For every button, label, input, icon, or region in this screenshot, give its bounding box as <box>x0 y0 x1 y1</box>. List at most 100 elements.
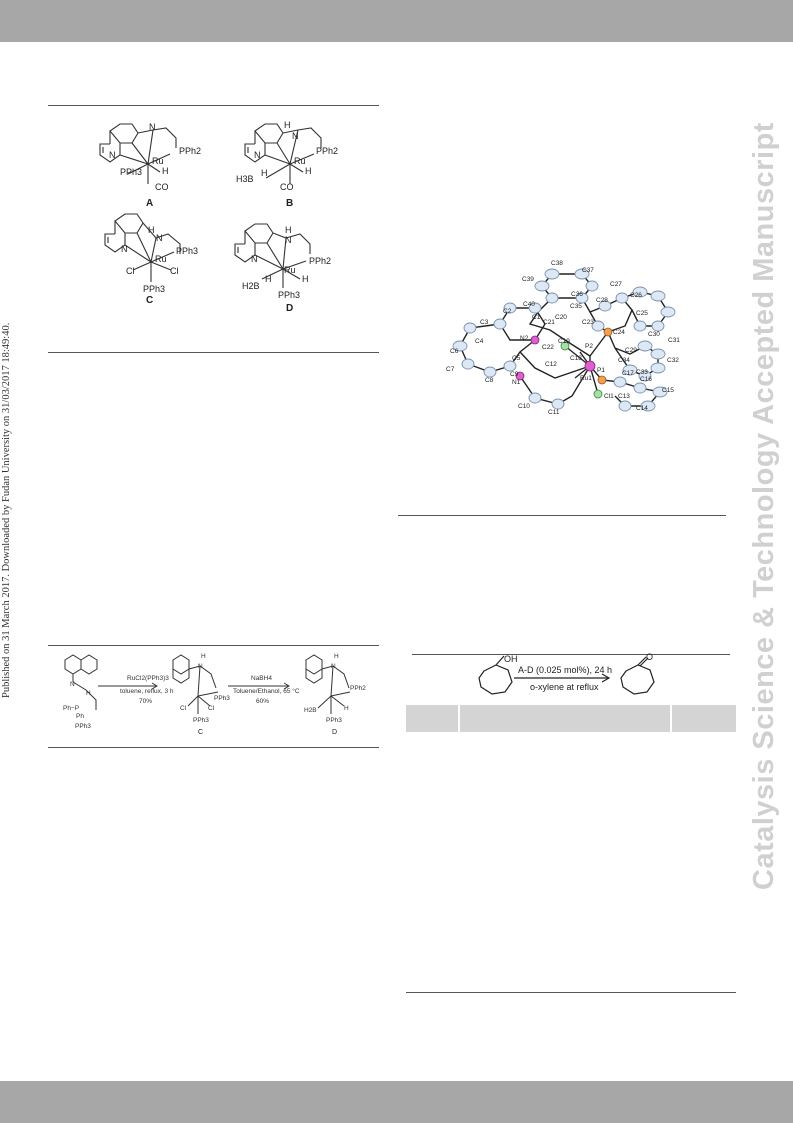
atom-label: C20 <box>555 314 567 321</box>
atom-label: C18 <box>570 355 582 362</box>
atom-label: C23 <box>582 319 594 326</box>
ligand-h: H <box>261 168 268 178</box>
atom-label: C17 <box>622 370 634 377</box>
atom-label: C1 <box>532 314 541 321</box>
atom-label: C13 <box>618 393 630 400</box>
atom-label: H <box>201 653 206 660</box>
ligand-cl: Cl <box>126 266 135 276</box>
atom-label: C36 <box>571 291 583 298</box>
carbonyl-label: O <box>646 652 653 662</box>
table-header-col-divider <box>458 705 460 732</box>
atom-label: H2B <box>304 707 317 714</box>
scheme-top-rule <box>48 645 379 646</box>
atom-nh: H <box>148 225 155 235</box>
atom-label: C34 <box>618 357 630 364</box>
atom-label: C15 <box>662 387 674 394</box>
atom-label: C26 <box>630 292 642 299</box>
accepted-manuscript-watermark: Catalysis Science & Technology Accepted … <box>748 122 780 890</box>
ligand-cl: Cl <box>170 266 179 276</box>
atom-label: C37 <box>582 267 594 274</box>
oxidation-reaction: OH O A-D (0.025 mol%), 24 h o-xylene at … <box>478 652 655 695</box>
atom-label: Ph <box>76 713 84 720</box>
publication-note: Published on 31 March 2017. Downloaded b… <box>1 322 12 698</box>
atom-label: N <box>70 681 75 688</box>
atom-ru: Ru <box>152 156 164 166</box>
atom-label: C22 <box>542 344 554 351</box>
ligand-co: CO <box>155 182 169 192</box>
atom-label: C19 <box>558 338 570 345</box>
ligand-h2b: H2B <box>242 281 260 291</box>
reaction-conditions: A-D (0.025 mol%), 24 h <box>518 665 612 675</box>
atom-nh: H <box>284 120 291 130</box>
atom-label: C39 <box>522 276 534 283</box>
ligand-h: H <box>302 274 309 284</box>
atom-label: H <box>86 690 91 697</box>
atom-label: N <box>198 663 203 670</box>
atom-label: C9 <box>510 371 519 378</box>
atom-label: P2 <box>585 343 593 350</box>
label-b: B <box>286 198 293 209</box>
atom-label: Cl1 <box>604 393 614 400</box>
ligand-pph2: PPh2 <box>309 256 331 266</box>
hydroxyl-label: OH <box>504 654 518 664</box>
reaction-solvent: o-xylene at reflux <box>530 682 599 692</box>
atom-label: N2 <box>520 335 529 342</box>
label-a: A <box>146 198 153 209</box>
scheme-bottom-rule <box>48 747 379 748</box>
atom-n: N <box>156 233 163 243</box>
label-c: C <box>198 729 203 736</box>
atom-ru: Ru <box>284 265 296 275</box>
atom-n: N <box>109 150 116 160</box>
atom-n: N <box>292 131 299 141</box>
ligand-pph3: PPh3 <box>143 284 165 294</box>
atom-label: C27 <box>610 281 622 288</box>
atom-nh: H <box>285 225 292 235</box>
atom-label: C12 <box>545 361 557 368</box>
label-d: D <box>286 303 293 314</box>
ligand-co: CO <box>280 182 294 192</box>
atom-label: H <box>334 653 339 660</box>
figure2-bottom-rule <box>398 515 726 516</box>
atom-label: Ru1 <box>580 375 592 382</box>
atom-label: C7 <box>446 366 455 373</box>
atom-label: C14 <box>636 405 648 412</box>
atom-n: N <box>149 122 156 132</box>
atom-label: C28 <box>596 297 608 304</box>
atom-label: C35 <box>570 303 582 310</box>
reagent-bottom: toluene, reflux, 3 h <box>120 688 174 695</box>
atom-label: PPh3 <box>326 717 342 724</box>
ligand-h: H <box>265 274 272 284</box>
footer-bar <box>0 1081 793 1123</box>
atom-label: C3 <box>480 319 489 326</box>
atom-label: PPh3 <box>193 717 209 724</box>
atom-label: Cl <box>208 705 215 712</box>
table-top-rule <box>412 654 730 655</box>
atom-n: N <box>254 150 261 160</box>
atom-label: C5 <box>512 355 521 362</box>
atom-ru: Ru <box>294 156 306 166</box>
atom-n: N <box>251 254 258 264</box>
atom-label: C11 <box>548 409 560 416</box>
reagent-bottom: Toluene/Ethanol, 65 °C <box>233 687 300 695</box>
ligand-h: H <box>305 166 312 176</box>
reagent-yield: 70% <box>139 698 152 705</box>
atom-label: PPh3 <box>75 723 91 730</box>
atom-n: N <box>121 244 128 254</box>
ligand-pph3: PPh3 <box>176 246 198 256</box>
atom-label: C16 <box>640 376 652 383</box>
atom-label: C21 <box>543 319 555 326</box>
atom-label: PPh3 <box>214 695 230 702</box>
atom-label: C6 <box>450 348 459 355</box>
atom-label: C10 <box>518 403 530 410</box>
atom-label: Cl <box>180 705 187 712</box>
ligand-h: H <box>162 166 169 176</box>
atom-label: C8 <box>485 377 494 384</box>
atom-n: N <box>285 235 292 245</box>
atom-label: P1 <box>597 367 605 374</box>
atom-label: C4 <box>475 338 484 345</box>
figure1-bottom-rule <box>48 352 379 353</box>
ligand-pph3: PPh3 <box>120 167 142 177</box>
atom-label: C29 <box>625 347 637 354</box>
atom-label: C24 <box>613 329 625 336</box>
ligand-pph2: PPh2 <box>316 146 338 156</box>
